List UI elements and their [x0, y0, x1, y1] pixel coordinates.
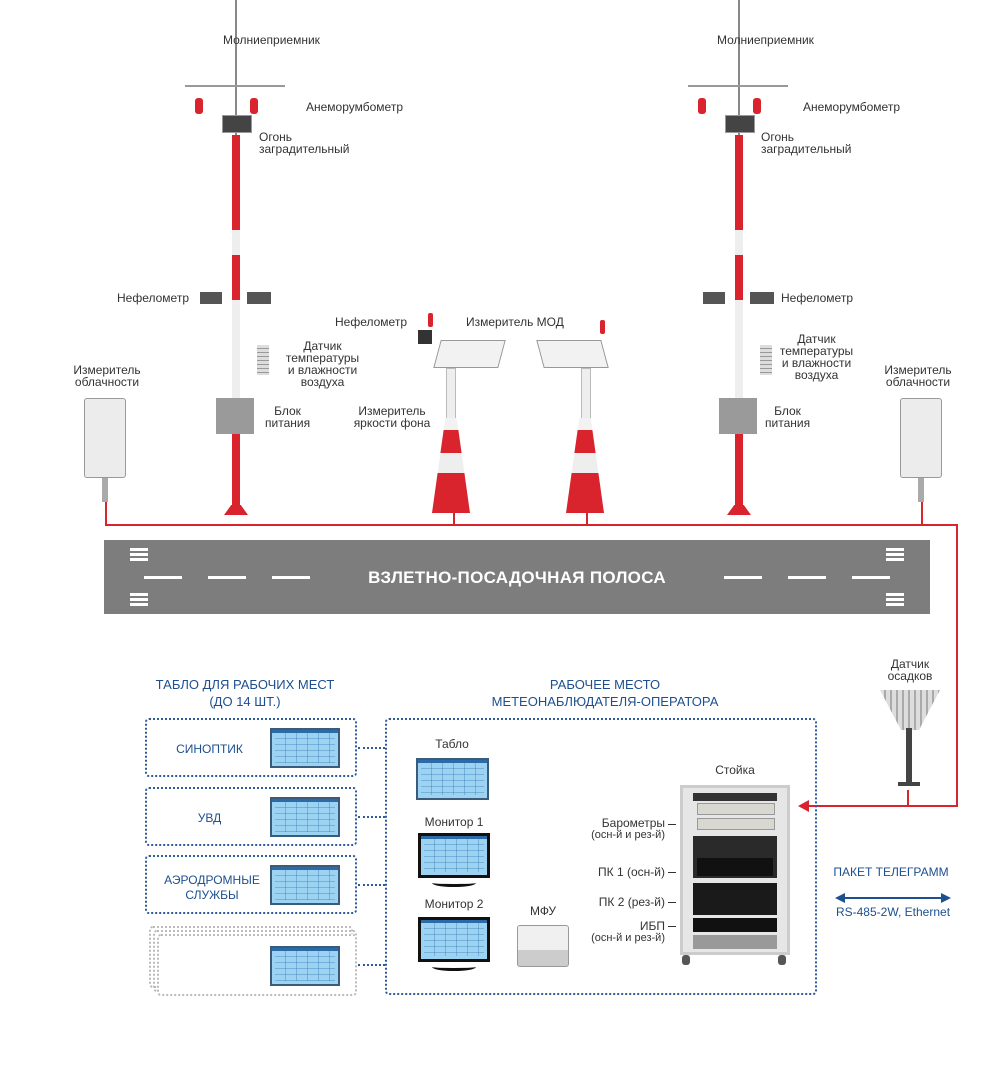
mfp-label: МФУ: [529, 904, 557, 918]
monitor2-screen: [418, 917, 490, 962]
nephelometer-label: Нефелометр: [335, 315, 407, 329]
mfp-printer: [517, 925, 569, 967]
ceilometer-left: [84, 398, 126, 478]
ceilometer-label: Измеритель облачности: [73, 363, 141, 389]
rack-label: Стойка: [715, 763, 755, 777]
temp-humidity-label: Датчик температуры и влажности воздуха: [779, 332, 854, 382]
rain-sensor: [880, 690, 940, 730]
monitor-stand: [432, 879, 476, 887]
arrow-left-icon: [798, 800, 809, 812]
connector: [358, 816, 385, 818]
display-screen: [270, 865, 340, 905]
workplace-title-line: РАБОЧЕЕ МЕСТО: [549, 677, 661, 692]
threshold-marking: [130, 593, 148, 607]
connector: [358, 964, 385, 966]
rack-item-title: Барометры: [601, 816, 665, 830]
displays-subtitle: (ДО 14 ШТ.): [209, 694, 281, 709]
rain-sensor-label: Датчик осадков: [887, 657, 933, 683]
display-card-label: УВД: [197, 811, 222, 825]
rack-item-sub: (осн-й и рез-й): [591, 932, 665, 944]
display-card-label: СИНОПТИК: [176, 742, 243, 756]
anemometer-label: Анеморумбометр: [306, 100, 403, 114]
cable-drop: [586, 510, 588, 525]
double-arrow-icon: [835, 893, 951, 903]
tablo-screen: [416, 758, 489, 800]
rack-item-ups: ИБП (осн-й и рез-й): [575, 920, 665, 944]
lightning-rod-label: Молниеприемник: [223, 33, 320, 47]
display-card-synoptic: СИНОПТИК: [145, 718, 357, 777]
cable-line: [808, 805, 958, 807]
workplace-box: [385, 718, 817, 995]
monitor1-screen: [418, 833, 490, 878]
display-card-more: [157, 934, 357, 996]
cable-drop: [105, 500, 107, 525]
runway: ВЗЛЕТНО-ПОСАДОЧНАЯ ПОЛОСА: [104, 540, 930, 614]
workplace-subtitle: МЕТЕОНАБЛЮДАТЕЛЯ-ОПЕРАТОРА: [491, 694, 719, 709]
tablo-label: Табло: [435, 737, 469, 751]
telegram-package-label: ПАКЕТ ТЕЛЕГРАММ: [833, 865, 949, 879]
displays-title: ТАБЛО ДЛЯ РАБОЧИХ МЕСТ (ДО 14 ШТ.): [140, 676, 350, 710]
power-unit-label: Блок питания: [765, 404, 811, 430]
threshold-marking: [130, 548, 148, 562]
display-screen: [270, 728, 340, 768]
obstruction-light-label: Огонь заградительный: [259, 130, 350, 156]
ceilometer-label: Измеритель облачности: [884, 363, 952, 389]
protocol-label: RS-485-2W, Ethernet: [835, 905, 951, 919]
visibility-meter-label: Измеритель МОД: [466, 315, 564, 329]
cable-drop: [921, 500, 923, 525]
runway-label: ВЗЛЕТНО-ПОСАДОЧНАЯ ПОЛОСА: [368, 568, 666, 587]
background-luminance-label: Измеритель яркости фона: [353, 404, 431, 430]
cable-line: [105, 524, 958, 526]
rack-item-pc2: ПК 2 (рез-й): [598, 895, 665, 909]
lightning-rod-label: Молниеприемник: [717, 33, 814, 47]
displays-title-line: ТАБЛО ДЛЯ РАБОЧИХ МЕСТ: [155, 677, 335, 692]
rack-item-pc1: ПК 1 (осн-й): [598, 865, 665, 879]
threshold-marking: [886, 593, 904, 607]
display-screen: [270, 946, 340, 986]
anemometer-label: Анеморумбометр: [803, 100, 900, 114]
nephelometer-label: Нефелометр: [117, 291, 189, 305]
display-screen: [270, 797, 340, 837]
cable-drop: [907, 790, 909, 807]
cable-drop: [453, 510, 455, 525]
display-card-label: АЭРОДРОМНЫЕ СЛУЖБЫ: [164, 873, 260, 902]
connector: [358, 884, 385, 886]
temp-humidity-label: Датчик температуры и влажности воздуха: [285, 339, 360, 389]
server-rack: [680, 785, 790, 955]
rack-item-title: ИБП: [639, 919, 665, 933]
threshold-marking: [886, 548, 904, 562]
monitor1-label: Монитор 1: [424, 815, 484, 829]
workplace-title: РАБОЧЕЕ МЕСТО МЕТЕОНАБЛЮДАТЕЛЯ-ОПЕРАТОРА: [470, 676, 740, 710]
obstruction-light-label: Огонь заградительный: [761, 130, 852, 156]
display-card-airport-services: АЭРОДРОМНЫЕ СЛУЖБЫ: [145, 855, 357, 914]
nephelometer-label: Нефелометр: [781, 291, 853, 305]
monitor2-label: Монитор 2: [424, 897, 484, 911]
power-unit-label: Блок питания: [265, 404, 311, 430]
display-card-atc: УВД: [145, 787, 357, 846]
rack-item-barometers: Барометры (осн-й и рез-й): [575, 817, 665, 841]
cable-line: [956, 524, 958, 807]
rack-item-sub: (осн-й и рез-й): [591, 829, 665, 841]
connector: [358, 747, 385, 749]
monitor-stand: [432, 963, 476, 971]
ceilometer-right: [900, 398, 942, 478]
